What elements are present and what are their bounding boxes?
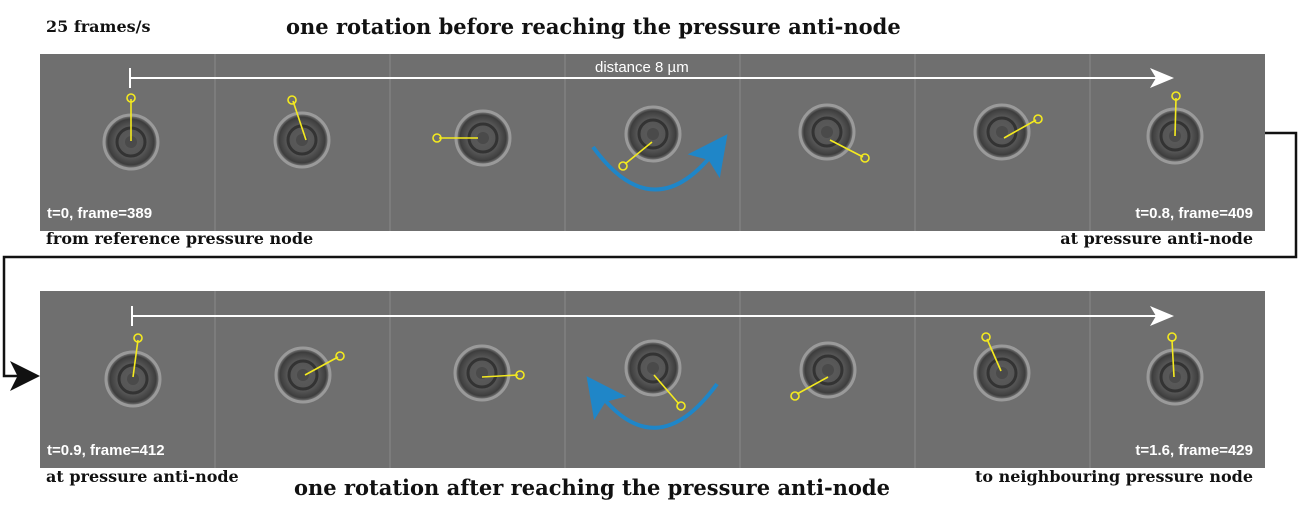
top-start-frame-label: t=0, frame=389	[47, 205, 153, 222]
caption-anti-node-top: at pressure anti-node	[1060, 229, 1253, 248]
cell-frame-5	[799, 341, 857, 399]
cell-frame-1	[104, 350, 162, 408]
rotation-arrow-icon	[586, 376, 719, 430]
top-title: one rotation before reaching the pressur…	[286, 14, 901, 39]
caption-anti-node-bottom: at pressure anti-node	[46, 467, 239, 486]
top-frame-strip: distance 8 µm t=0, frame=389 t=0.8, fram…	[40, 54, 1265, 231]
bottom-title: one rotation after reaching the pressure…	[294, 475, 890, 500]
distance-label: distance 8 µm	[595, 59, 689, 76]
cell-frame-4	[624, 105, 682, 163]
bottom-end-frame-label: t=1.6, frame=429	[1135, 442, 1253, 459]
cell-frame-3	[453, 344, 511, 402]
top-end-frame-label: t=0.8, frame=409	[1135, 205, 1253, 222]
cell-frame-5	[798, 103, 856, 161]
frame-rate-label: 25 frames/s	[46, 17, 151, 36]
caption-neighbouring-node: to neighbouring pressure node	[974, 467, 1253, 486]
cell-frame-6	[973, 103, 1031, 161]
cell-frame-4	[624, 339, 682, 397]
bottom-strip-graphics	[104, 291, 1204, 468]
cell-frame-2	[273, 111, 331, 169]
caption-reference-node: from reference pressure node	[46, 229, 314, 248]
cell-frame-2	[274, 346, 332, 404]
frame-dividers	[214, 291, 1091, 468]
top-strip-graphics	[102, 54, 1204, 231]
bottom-start-frame-label: t=0.9, frame=412	[47, 442, 165, 459]
orientation-markers	[132, 332, 1177, 411]
bottom-frame-strip: t=0.9, frame=412 t=1.6, frame=429	[40, 291, 1265, 468]
cell-frame-7	[1146, 348, 1204, 406]
cell-frame-6	[973, 344, 1031, 402]
cell-frames	[104, 339, 1204, 408]
